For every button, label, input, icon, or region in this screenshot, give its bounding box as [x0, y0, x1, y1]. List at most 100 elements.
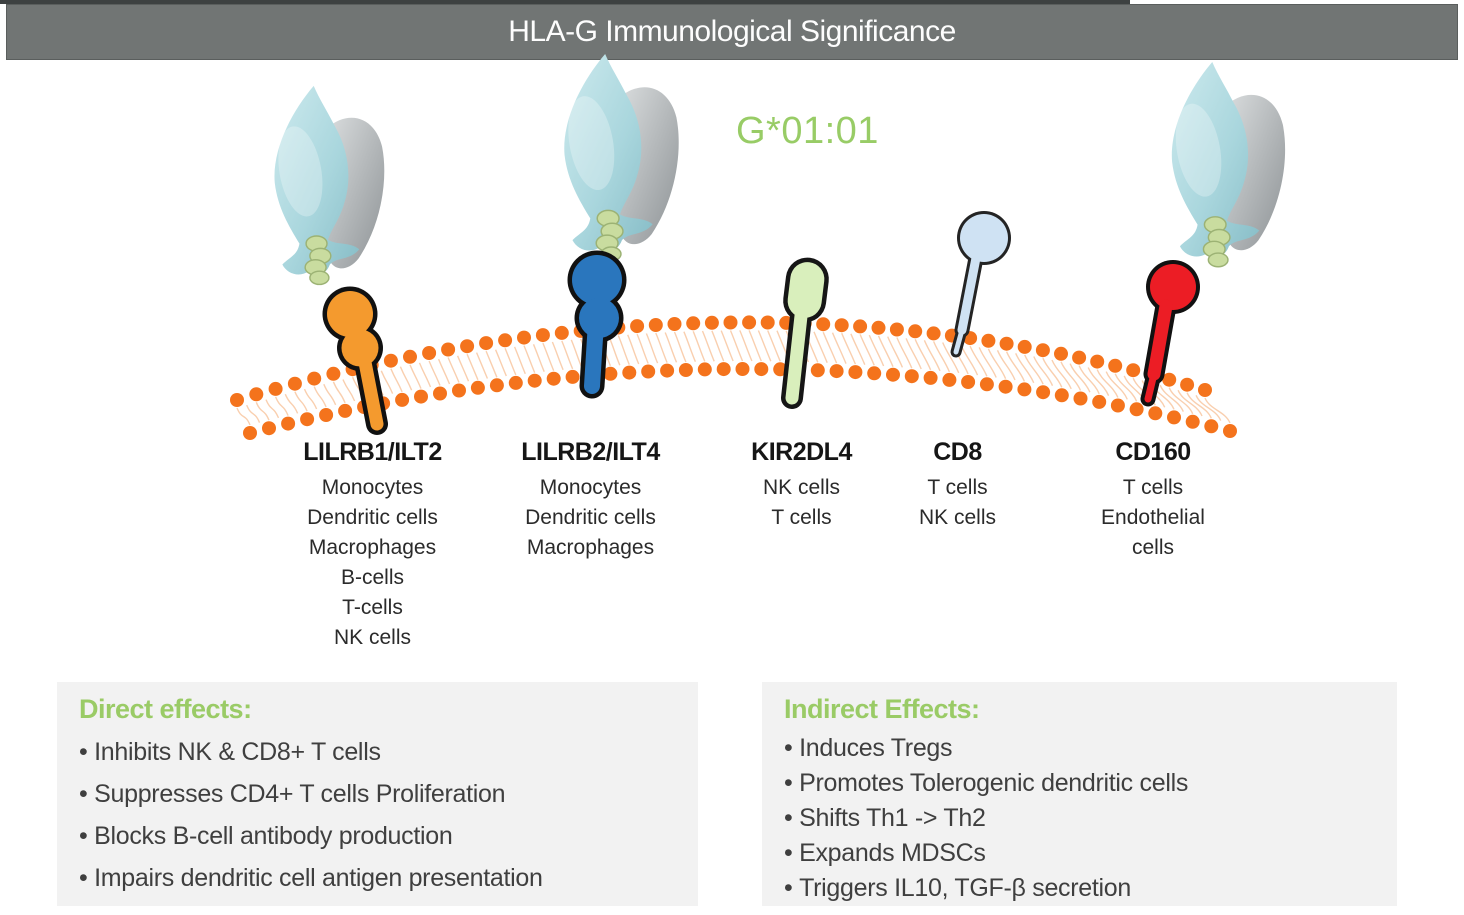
lipid-head — [1204, 419, 1219, 434]
lipid-tail — [868, 334, 885, 367]
lipid-tail — [969, 345, 988, 377]
lipid-tail — [831, 332, 847, 364]
lipid-tail — [294, 391, 308, 412]
lipid-head — [904, 369, 919, 384]
lipid-tail — [841, 332, 857, 365]
lipid-head — [848, 365, 863, 380]
receptor-label-kir2dl4: KIR2DL4 NK cells T cells — [699, 438, 904, 533]
lipid-head — [357, 400, 372, 414]
lipid-tail — [1060, 361, 1082, 391]
lipid-tail — [1015, 353, 1035, 384]
cell-type: B-cells — [340, 566, 404, 589]
lipid-tail — [1087, 367, 1110, 396]
lipid-tail — [265, 399, 280, 419]
lipid-head — [998, 379, 1013, 394]
lipid-head — [603, 366, 618, 381]
lipid-head — [508, 375, 523, 390]
lipid-head — [1148, 406, 1163, 421]
lipid-tail — [589, 337, 602, 367]
lipid-bilayer — [230, 315, 1237, 440]
effect-item: Suppresses CD4+ T cells Proliferation — [79, 773, 682, 815]
lipid-tail — [757, 330, 772, 362]
indirect-effects-box: Indirect Effects: Induces Tregs Promotes… — [762, 682, 1397, 906]
lipid-tail — [1114, 373, 1138, 402]
lipid-tail — [351, 376, 365, 400]
effect-item: Triggers IL10, TGF-β secretion — [784, 871, 1381, 906]
lipid-head — [592, 322, 607, 337]
lipid-head — [867, 366, 882, 381]
lipid-head — [816, 317, 831, 332]
lipid-head — [760, 315, 775, 330]
lipid-tail — [342, 379, 356, 402]
lipid-tail — [399, 366, 413, 391]
lipid-tail — [284, 393, 299, 414]
title-bar: HLA-G Immunological Significance — [6, 4, 1458, 60]
lipid-tail — [896, 337, 913, 369]
lipid-head — [376, 396, 391, 411]
effect-item: Induces Tregs — [784, 731, 1381, 766]
lipid-tail — [673, 331, 687, 363]
cell-type: T cells — [927, 476, 988, 499]
lipid-head — [546, 371, 561, 386]
lipid-tail — [485, 350, 498, 378]
lipid-tail — [456, 355, 470, 382]
lipid-head — [460, 339, 475, 354]
lipid-head — [686, 316, 701, 331]
indirect-effects-heading: Indirect Effects: — [784, 694, 980, 724]
lipid-tail — [580, 338, 593, 368]
lipid-head — [1110, 398, 1125, 413]
hlag-molecule-1 — [271, 85, 386, 286]
lipid-tail — [720, 330, 734, 362]
lipid-tail — [323, 383, 337, 406]
lipid-tail — [711, 330, 725, 362]
lipid-head — [853, 319, 868, 334]
direct-effects-box: Direct effects: Inhibits NK & CD8+ T cel… — [57, 682, 698, 906]
lipid-head — [479, 336, 494, 351]
lipid-tail — [494, 349, 507, 377]
lipid-head — [1072, 350, 1087, 365]
lipid-tail — [1159, 384, 1184, 412]
lipid-head — [1036, 385, 1051, 400]
lipid-tail — [664, 332, 678, 363]
lipid-tail — [409, 364, 422, 389]
lipid-tail — [475, 352, 489, 379]
hlag-molecule-3 — [1168, 61, 1286, 268]
lipid-head — [1073, 391, 1088, 406]
lipid-tail — [767, 330, 781, 362]
lipid-head — [262, 421, 276, 436]
lipid-head — [470, 380, 485, 395]
lipid-head — [414, 389, 428, 404]
lipid-tail — [1168, 387, 1194, 415]
lipid-tail — [996, 350, 1016, 381]
lipid-tail — [978, 347, 997, 378]
lipid-tail — [794, 330, 810, 363]
lipid-head — [422, 346, 437, 360]
lipid-head — [716, 362, 731, 377]
cell-type: Macrophages — [308, 536, 437, 559]
lipid-tail — [1123, 375, 1147, 404]
receptor-label-cd160: CD160 T cells Endothelial cells — [1078, 438, 1228, 563]
receptor-layer — [322, 211, 1200, 435]
lipid-tail — [1186, 392, 1212, 419]
lipid-head — [1054, 346, 1068, 361]
lipid-head — [307, 371, 322, 386]
cell-type: Dendritic cells — [525, 506, 656, 529]
lipid-tail — [255, 402, 270, 421]
lipid-tail — [683, 331, 697, 362]
receptor-name: LILRB1/ILT2 — [303, 438, 442, 466]
lipid-head — [723, 315, 738, 330]
lipid-head — [630, 319, 645, 334]
lipid-tail — [887, 336, 904, 368]
lipid-tail — [1033, 356, 1054, 386]
lipid-tail — [542, 342, 555, 371]
lipid-tail — [748, 330, 762, 362]
lipid-tail — [570, 339, 583, 369]
lipid-tail — [437, 358, 451, 385]
lipid-tail — [332, 381, 346, 404]
receptor-label-cd8: CD8 T cells NK cells — [855, 438, 1060, 533]
receptor-name: CD160 — [1115, 438, 1191, 466]
lipid-head — [584, 368, 599, 383]
effect-item: Inhibits NK & CD8+ T cells — [79, 731, 682, 773]
direct-effects-heading: Direct effects: — [79, 694, 252, 724]
